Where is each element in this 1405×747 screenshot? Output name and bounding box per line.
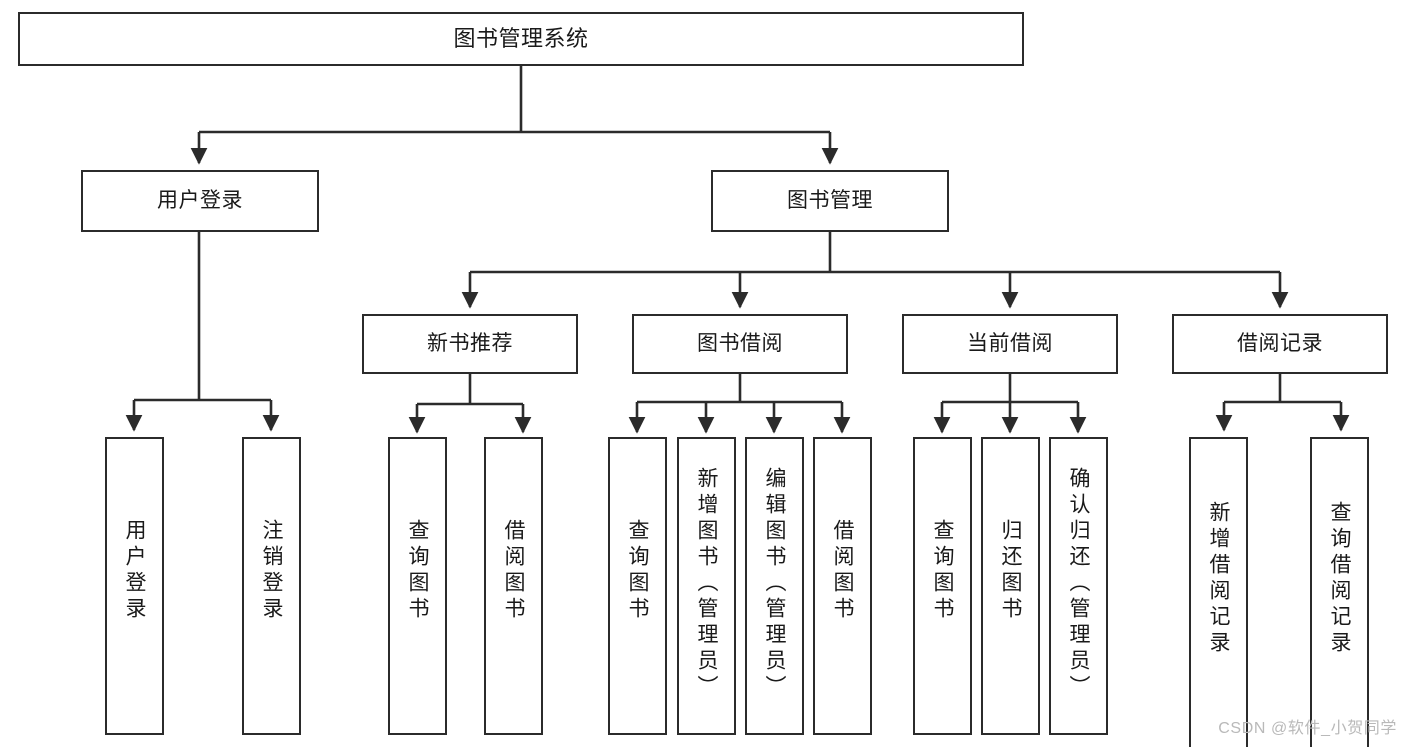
node-leaf-query-book-1[interactable]: 查询图书 [388,437,447,735]
node-leaf-query-book-3[interactable]: 查询图书 [913,437,972,735]
node-leaf-query-book-3-label: 查询图书 [931,519,954,623]
node-borrow-record[interactable]: 借阅记录 [1172,314,1388,374]
node-new-book-recommend[interactable]: 新书推荐 [362,314,578,374]
node-leaf-user-login[interactable]: 用户登录 [105,437,164,735]
node-leaf-confirm-return-label: 确认归还（管理员） [1067,467,1090,701]
node-new-book-recommend-label: 新书推荐 [427,331,513,355]
node-root-label: 图书管理系统 [453,26,589,52]
node-user-login[interactable]: 用户登录 [81,170,319,232]
node-leaf-borrow-book-2-label: 借阅图书 [831,519,854,623]
node-book-borrow-label: 图书借阅 [697,331,783,355]
node-leaf-borrow-book-1-label: 借阅图书 [502,519,525,623]
node-leaf-borrow-book-2[interactable]: 借阅图书 [813,437,872,735]
node-user-login-label: 用户登录 [157,188,243,212]
node-leaf-user-logout[interactable]: 注销登录 [242,437,301,735]
node-leaf-edit-book[interactable]: 编辑图书（管理员） [745,437,804,735]
node-book-borrow[interactable]: 图书借阅 [632,314,848,374]
node-leaf-query-book-1-label: 查询图书 [406,519,429,623]
node-leaf-query-record-label: 查询借阅记录 [1328,501,1351,657]
node-book-manage-label: 图书管理 [787,188,873,212]
node-root[interactable]: 图书管理系统 [18,12,1024,66]
node-leaf-query-book-2-label: 查询图书 [626,519,649,623]
node-current-borrow[interactable]: 当前借阅 [902,314,1118,374]
node-leaf-add-book[interactable]: 新增图书（管理员） [677,437,736,735]
watermark-text: CSDN @软件_小贺同学 [1218,720,1397,737]
node-leaf-return-book[interactable]: 归还图书 [981,437,1040,735]
node-book-manage[interactable]: 图书管理 [711,170,949,232]
node-leaf-add-book-label: 新增图书（管理员） [695,467,718,701]
node-leaf-add-record-label: 新增借阅记录 [1207,501,1230,657]
node-leaf-confirm-return[interactable]: 确认归还（管理员） [1049,437,1108,735]
node-leaf-edit-book-label: 编辑图书（管理员） [763,467,786,701]
node-borrow-record-label: 借阅记录 [1237,331,1323,355]
node-leaf-add-record[interactable]: 新增借阅记录 [1189,437,1248,747]
node-leaf-query-record[interactable]: 查询借阅记录 [1310,437,1369,747]
node-current-borrow-label: 当前借阅 [967,331,1053,355]
node-leaf-query-book-2[interactable]: 查询图书 [608,437,667,735]
node-leaf-return-book-label: 归还图书 [999,519,1022,623]
node-leaf-borrow-book-1[interactable]: 借阅图书 [484,437,543,735]
node-leaf-user-logout-label: 注销登录 [260,519,283,623]
node-leaf-user-login-label: 用户登录 [123,519,146,623]
